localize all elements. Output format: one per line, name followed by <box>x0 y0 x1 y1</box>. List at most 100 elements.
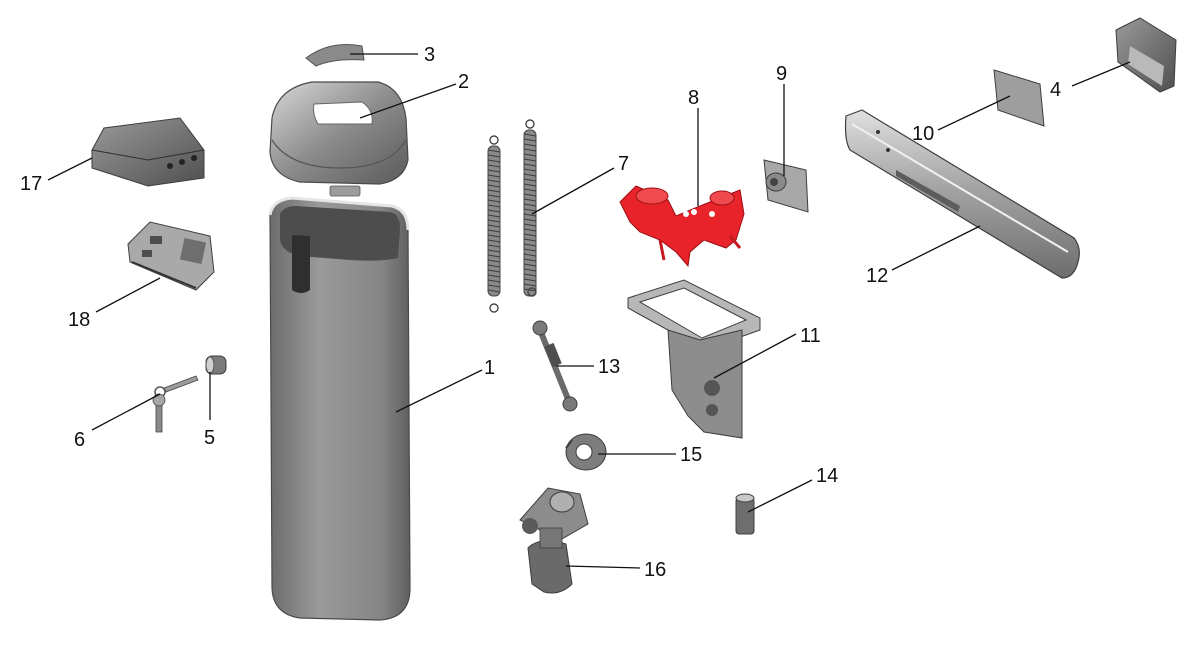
spring-coil <box>523 243 537 247</box>
part-label-15: 15 <box>680 444 702 466</box>
spring-coil <box>487 164 501 168</box>
spring-coil <box>487 204 501 208</box>
spring-coil <box>487 234 501 238</box>
spring-coil <box>487 194 501 198</box>
spring-coil <box>487 184 501 188</box>
cam-disc-part <box>565 433 607 471</box>
callout-10: 10 <box>912 95 1011 145</box>
part-label-7: 7 <box>618 153 629 175</box>
spacer-part <box>735 493 755 535</box>
spring-coil <box>523 228 537 232</box>
part-label-12: 12 <box>866 265 888 287</box>
callout-14: 14 <box>747 465 838 513</box>
spring-coil <box>487 289 501 293</box>
spring-coil <box>523 288 537 292</box>
spring-coil <box>523 258 537 262</box>
part-label-5: 5 <box>204 427 215 449</box>
spring-coil <box>487 264 501 268</box>
junction-box-part <box>91 117 205 187</box>
boom-arm-part <box>844 109 1080 279</box>
part-label-17: 17 <box>20 173 42 195</box>
callout-16: 16 <box>565 559 666 581</box>
spring-coil <box>523 218 537 222</box>
column-part <box>268 185 411 621</box>
spring-coil <box>523 203 537 207</box>
spring-coil <box>487 159 501 163</box>
lever-assembly-part <box>619 185 745 268</box>
callout-3: 3 <box>350 44 435 66</box>
spring-coil <box>523 143 537 147</box>
callout-11: 11 <box>713 325 821 379</box>
callout-5: 5 <box>204 372 215 449</box>
part-label-6: 6 <box>74 429 85 451</box>
spring-coil <box>523 193 537 197</box>
part-label-14: 14 <box>816 465 838 487</box>
part-label-8: 8 <box>688 87 699 109</box>
gearmotor-part <box>519 487 589 594</box>
callout-17: 17 <box>20 157 93 195</box>
callout-15: 15 <box>598 444 702 466</box>
spring-coil <box>487 274 501 278</box>
spring-coil <box>487 149 501 153</box>
callout-13: 13 <box>556 356 620 378</box>
mounting-frame-part <box>627 279 761 439</box>
part-label-3: 3 <box>424 44 435 66</box>
spring-coil <box>523 163 537 167</box>
spring-coil <box>523 178 537 182</box>
callout-1: 1 <box>395 357 495 413</box>
spring-coil <box>523 168 537 172</box>
part-label-11: 11 <box>800 325 821 347</box>
spring-coil <box>487 249 501 253</box>
spring-coil <box>487 154 501 158</box>
spring-coil <box>523 253 537 257</box>
part-label-1: 1 <box>484 357 495 379</box>
spring-coil <box>523 233 537 237</box>
spring-coil <box>523 223 537 227</box>
spring-coil <box>487 254 501 258</box>
spring-coil <box>523 173 537 177</box>
cover-part <box>269 81 409 185</box>
spring-coil <box>487 259 501 263</box>
bracket-plate-part <box>993 69 1045 127</box>
cover-lid-part <box>305 44 365 67</box>
spring-coil <box>487 219 501 223</box>
lock-cylinder-part <box>205 355 227 375</box>
spring-coil <box>487 179 501 183</box>
spring-coil <box>523 138 537 142</box>
spring-coil <box>487 279 501 283</box>
spring-coil <box>523 278 537 282</box>
callout-9: 9 <box>776 63 787 176</box>
control-board-part <box>127 221 215 291</box>
tie-rod-part <box>532 320 578 412</box>
spring-coil <box>487 209 501 213</box>
spring-coil <box>523 268 537 272</box>
spring-coil <box>487 229 501 233</box>
spring-coil <box>523 283 537 287</box>
spring-coil <box>523 148 537 152</box>
callout-4: 4 <box>1050 61 1131 101</box>
part-label-18: 18 <box>68 309 90 331</box>
spring-coil <box>487 224 501 228</box>
keys-part <box>152 375 199 433</box>
part-label-4: 4 <box>1050 79 1061 101</box>
callout-6: 6 <box>74 393 161 451</box>
part-label-2: 2 <box>458 71 469 93</box>
spring-coil <box>487 214 501 218</box>
flange-plate-part <box>763 159 809 213</box>
part-label-13: 13 <box>598 356 620 378</box>
spring-coil <box>487 239 501 243</box>
spring-coil <box>523 208 537 212</box>
part-label-16: 16 <box>644 559 666 581</box>
spring-coil <box>487 169 501 173</box>
spring-coil <box>523 213 537 217</box>
spring-coil <box>523 158 537 162</box>
spring-coil <box>523 183 537 187</box>
spring-coil <box>487 244 501 248</box>
callout-7: 7 <box>531 153 629 215</box>
spring-coil <box>487 284 501 288</box>
spring-coil <box>487 269 501 273</box>
part-label-9: 9 <box>776 63 787 85</box>
spring-coil <box>523 133 537 137</box>
